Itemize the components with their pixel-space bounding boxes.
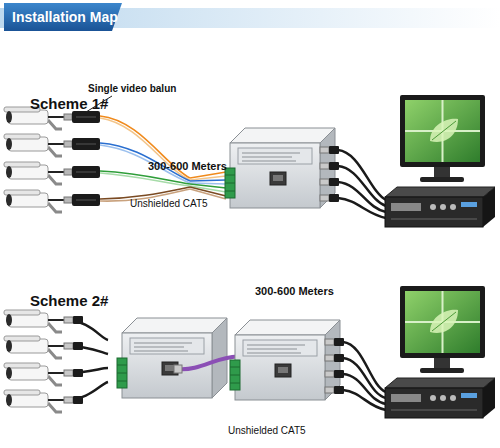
cable-label: Unshielded CAT5 <box>228 425 306 436</box>
transmitter-hub <box>117 318 227 398</box>
monitor <box>400 286 485 373</box>
twisted-pair-wires <box>100 116 226 201</box>
part-label: Single video balun <box>88 83 176 94</box>
bnc-cables <box>343 342 386 410</box>
scheme1-baluns <box>64 111 100 206</box>
header-band <box>0 8 500 28</box>
receiver-hub <box>230 320 340 400</box>
rj45-plug <box>174 365 182 373</box>
bnc-cables <box>64 320 108 400</box>
header-tab <box>4 3 122 31</box>
distance-label: 300-600 Meters <box>148 160 227 172</box>
bnc-connectors <box>320 146 339 202</box>
distance-label: 300-600 Meters <box>255 285 334 297</box>
receiver-hub <box>225 128 335 208</box>
scheme2-cameras <box>4 310 64 412</box>
bnc-cables <box>338 150 386 218</box>
scheme-heading: Scheme 2# <box>30 293 108 310</box>
scheme-heading: Scheme 1# <box>30 96 108 113</box>
cable-label: Unshielded CAT5 <box>130 198 208 209</box>
dvr-recorder <box>385 378 495 418</box>
monitor <box>400 95 485 182</box>
dvr-recorder <box>385 187 495 227</box>
page-title: Installation Map <box>12 10 118 25</box>
bnc-connectors <box>325 338 344 394</box>
scheme1-cameras <box>4 107 64 212</box>
bnc-connectors <box>64 316 83 404</box>
